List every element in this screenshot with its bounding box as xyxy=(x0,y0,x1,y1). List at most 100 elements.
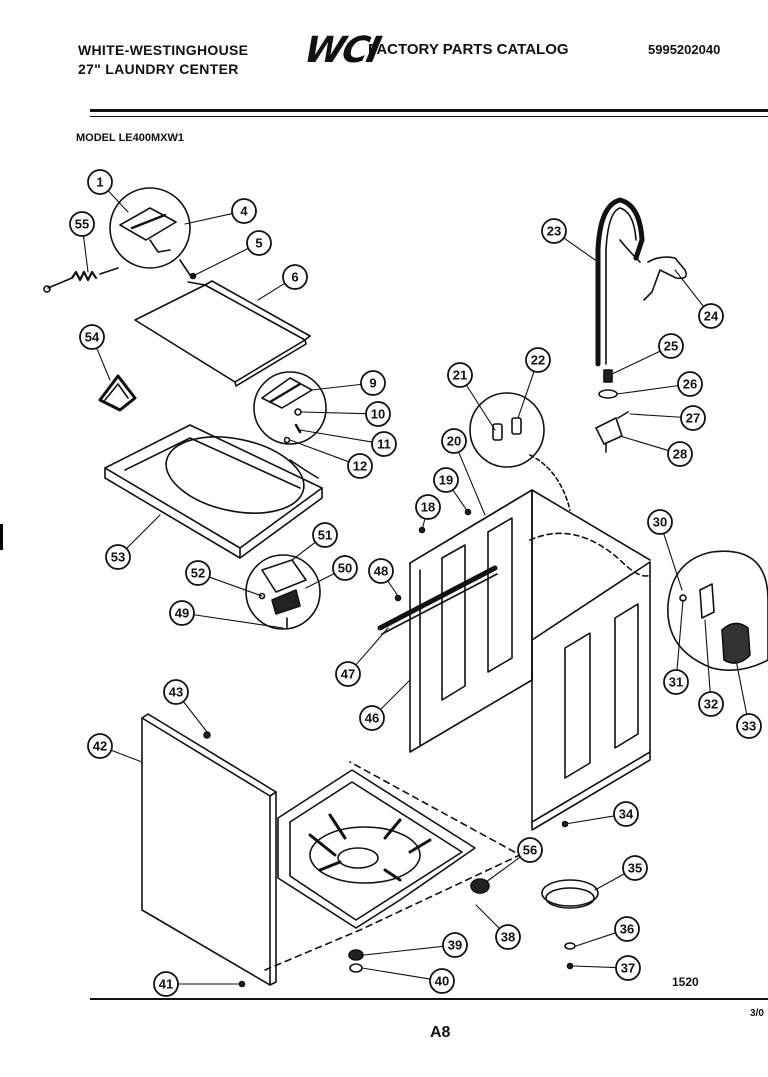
callout-28: 28 xyxy=(667,441,693,467)
leader-line-5 xyxy=(192,247,249,277)
callout-number-23: 23 xyxy=(547,224,561,239)
callout-39: 39 xyxy=(442,932,468,958)
callout-54: 54 xyxy=(79,324,105,350)
leader-line-39 xyxy=(363,945,444,956)
callout-circle-24 xyxy=(698,303,724,329)
leader-lines xyxy=(82,190,748,985)
callout-49: 49 xyxy=(169,600,195,626)
leader-line-53 xyxy=(125,514,161,550)
leader-line-19 xyxy=(452,489,469,513)
callout-52: 52 xyxy=(185,560,211,586)
callout-22: 22 xyxy=(525,347,551,373)
callout-circle-39 xyxy=(442,932,468,958)
callout-circle-41 xyxy=(153,971,179,997)
leader-line-30 xyxy=(663,532,683,591)
callout-circle-21 xyxy=(447,362,473,388)
leader-line-33 xyxy=(735,659,748,715)
callout-number-4: 4 xyxy=(240,204,248,219)
callout-number-20: 20 xyxy=(447,434,461,449)
callout-circle-52 xyxy=(185,560,211,586)
callout-34: 34 xyxy=(613,801,639,827)
drain-hose xyxy=(595,197,688,367)
callout-37: 37 xyxy=(615,955,641,981)
callout-circle-6 xyxy=(282,264,308,290)
callout-circle-25 xyxy=(658,333,684,359)
leader-line-24 xyxy=(674,269,705,308)
callout-circle-43 xyxy=(163,679,189,705)
callout-circle-19 xyxy=(433,467,459,493)
callout-circle-47 xyxy=(335,661,361,687)
callout-circle-42 xyxy=(87,733,113,759)
callout-number-54: 54 xyxy=(85,330,100,345)
callout-circle-37 xyxy=(615,955,641,981)
bracket-bar xyxy=(377,565,498,635)
leader-line-26 xyxy=(616,385,679,395)
callout-1: 1 xyxy=(87,169,113,195)
leader-line-32 xyxy=(704,619,711,693)
callout-51: 51 xyxy=(312,522,338,548)
callout-circle-35 xyxy=(622,855,648,881)
brand-line-1: WHITE-WESTINGHOUSE xyxy=(78,42,249,58)
leader-line-50 xyxy=(305,572,335,589)
callout-circle-9 xyxy=(360,370,386,396)
callout-36: 36 xyxy=(614,916,640,942)
callout-30: 30 xyxy=(647,509,673,535)
callout-circle-4 xyxy=(231,198,257,224)
leader-line-23 xyxy=(563,237,599,263)
catalog-title: FACTORY PARTS CATALOG xyxy=(368,41,569,58)
callout-number-30: 30 xyxy=(653,515,667,530)
callout-number-40: 40 xyxy=(435,974,449,989)
callout-number-6: 6 xyxy=(291,270,298,285)
callout-11: 11 xyxy=(371,431,397,457)
footer-rule xyxy=(90,998,768,1000)
callout-circle-55 xyxy=(69,211,95,237)
callout-25: 25 xyxy=(658,333,684,359)
lid-hinge-detail xyxy=(253,371,327,445)
callout-number-26: 26 xyxy=(683,377,697,392)
leader-line-10 xyxy=(301,411,367,415)
callout-number-19: 19 xyxy=(439,473,453,488)
callout-number-51: 51 xyxy=(318,528,332,543)
leader-line-47 xyxy=(355,627,389,666)
callout-number-10: 10 xyxy=(371,407,385,422)
leader-line-36 xyxy=(575,932,617,947)
callout-21: 21 xyxy=(447,362,473,388)
leader-line-34 xyxy=(564,815,615,825)
callout-number-1: 1 xyxy=(96,175,103,190)
leader-line-31 xyxy=(676,599,684,671)
callout-number-24: 24 xyxy=(704,309,719,324)
leader-line-56 xyxy=(485,856,521,883)
callout-number-38: 38 xyxy=(501,930,515,945)
figure-number: 1520 xyxy=(672,975,699,989)
callout-circle-22 xyxy=(525,347,551,373)
leader-line-1 xyxy=(107,190,129,213)
callout-circle-31 xyxy=(663,669,689,695)
callout-circle-56 xyxy=(517,837,543,863)
leader-line-42 xyxy=(110,749,143,763)
callout-number-52: 52 xyxy=(191,566,205,581)
callout-19: 19 xyxy=(433,467,459,493)
callout-4: 4 xyxy=(231,198,257,224)
leader-line-28 xyxy=(619,435,670,452)
switch-detail xyxy=(245,554,321,630)
callout-48: 48 xyxy=(368,558,394,584)
callout-number-33: 33 xyxy=(742,719,756,734)
callout-43: 43 xyxy=(163,679,189,705)
leveling-feet xyxy=(348,949,364,973)
screw-part xyxy=(566,962,574,970)
callout-number-9: 9 xyxy=(369,376,376,391)
callout-number-46: 46 xyxy=(365,711,379,726)
callout-labels: 1456910111218192021222324252627283031323… xyxy=(69,169,762,997)
callout-number-39: 39 xyxy=(448,938,462,953)
leader-line-6 xyxy=(257,282,286,301)
callout-number-11: 11 xyxy=(377,437,391,452)
callout-number-5: 5 xyxy=(255,236,262,251)
pump-detail xyxy=(667,550,768,671)
callout-10: 10 xyxy=(365,401,391,427)
callout-number-37: 37 xyxy=(621,961,635,976)
callout-number-41: 41 xyxy=(159,977,173,992)
callout-number-27: 27 xyxy=(686,411,700,426)
callout-35: 35 xyxy=(622,855,648,881)
leader-line-12 xyxy=(289,439,350,463)
